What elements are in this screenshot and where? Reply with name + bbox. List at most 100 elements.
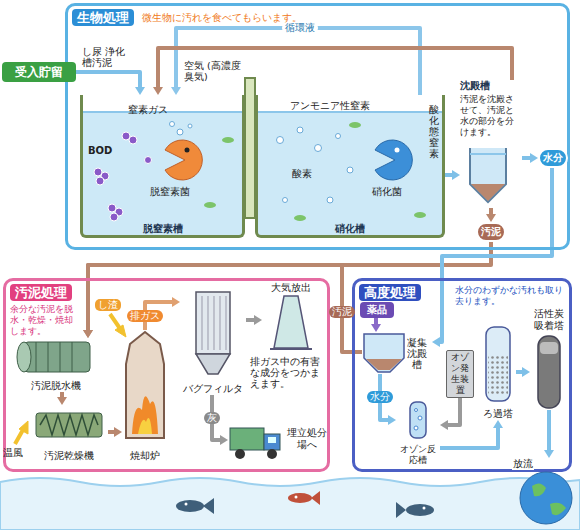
node-note: 水分のわずかな汚れも取り去ります。 <box>455 285 565 307</box>
polygon-shape <box>203 498 214 514</box>
line-shape <box>470 153 506 155</box>
edge-label: 循環液 <box>282 22 318 34</box>
edge-label: 灰 <box>204 412 220 424</box>
denitrifier-pacman <box>165 140 202 180</box>
coagulation-tank-drawing <box>362 332 406 374</box>
circle-shape <box>185 503 188 506</box>
arrow-head <box>114 427 122 437</box>
water <box>83 112 242 235</box>
circle-shape <box>297 127 303 133</box>
circle-shape <box>327 197 333 203</box>
circle-shape <box>145 157 152 164</box>
node-title: 汚泥処理 <box>10 284 72 301</box>
polygon-shape <box>196 354 230 374</box>
eye <box>185 148 190 153</box>
rect-shape <box>24 342 90 372</box>
fish <box>176 491 434 518</box>
label: BOD <box>88 145 112 156</box>
pipe-line <box>446 398 460 425</box>
flow-connector <box>57 392 67 405</box>
tank: 脱窒素槽 <box>80 95 245 238</box>
arrow-head <box>172 297 180 307</box>
label: 酸素 <box>292 168 312 179</box>
chemical-badge: 薬品 <box>360 302 394 318</box>
node-title: 沈殿槽 <box>460 80 490 92</box>
bag-filter-drawing <box>180 290 246 380</box>
node-title: 汚泥乾燥機 <box>44 450 94 462</box>
arrow-head <box>254 315 262 325</box>
node-title: オゾン反応槽 <box>396 444 440 466</box>
polygon-shape <box>366 359 402 370</box>
ellipse-shape <box>288 493 312 503</box>
line-shape <box>36 342 37 372</box>
rect-shape <box>36 413 102 437</box>
arrow-head <box>544 450 554 458</box>
path-shape <box>132 396 158 434</box>
node-title: ろ過塔 <box>483 408 513 420</box>
node-note: 余分な汚泥を脱水・乾燥・焼却します。 <box>10 304 76 337</box>
ozone-generator: オゾン発生装置 <box>446 350 474 398</box>
label: 空気 (高濃度臭気) <box>184 60 244 82</box>
edge-label: 汚泥 <box>329 306 355 318</box>
pipe-line <box>547 410 551 452</box>
arrow-head <box>220 435 228 445</box>
rect-shape <box>230 428 264 450</box>
circle-shape <box>129 136 137 144</box>
node-title: 薬品 <box>367 304 387 316</box>
arrow-head <box>153 87 163 95</box>
line-shape <box>270 348 312 350</box>
rect-shape <box>540 342 558 354</box>
flow-connector <box>440 420 503 448</box>
path-shape <box>138 418 152 434</box>
flow-connector <box>440 398 460 430</box>
inlet-tab: 受入貯留 <box>2 62 76 82</box>
pipe-line <box>440 426 498 448</box>
node-title: バグフィルタ <box>183 383 243 395</box>
flow-connector <box>76 72 145 95</box>
flow-connector <box>522 153 538 163</box>
node-note: 汚泥を沈殿させて、汚泥と水の部分を分けます。 <box>460 94 522 138</box>
circle-shape <box>188 124 192 128</box>
flow-connector <box>516 367 530 377</box>
path-shape <box>532 483 566 515</box>
line-shape <box>60 342 61 372</box>
line-shape <box>220 296 221 350</box>
ozone-reactor-drawing <box>396 400 440 440</box>
tank: 硝化槽 <box>255 95 445 238</box>
bacteria <box>204 122 426 221</box>
arrow-head <box>530 153 538 163</box>
incinerator-drawing <box>122 330 168 444</box>
path-shape <box>470 148 506 202</box>
edge-label: 水分 <box>367 391 393 403</box>
polygon-shape <box>311 491 320 505</box>
polygon-shape <box>115 325 126 337</box>
discharge-globe: 放流 <box>512 458 572 526</box>
polygon-shape <box>126 332 164 438</box>
rect-shape <box>268 437 276 443</box>
node-title: 生物処理 <box>72 9 134 26</box>
settling-tank: 沈殿槽汚泥を沈殿させて、汚泥と水の部分を分けます。 <box>460 80 522 208</box>
flow-connector <box>246 315 262 325</box>
water-surface <box>258 111 442 113</box>
node-title: 脱窒素槽 <box>143 223 183 235</box>
arrow-head <box>57 397 67 405</box>
label: 硝化菌 <box>372 186 402 197</box>
hot-air-arrow <box>15 421 28 444</box>
polygon-shape <box>274 296 308 348</box>
flow-connector <box>486 208 496 222</box>
pipe-line <box>176 28 420 95</box>
ellipse-shape <box>176 500 204 512</box>
filter-tower: ろ過塔 <box>480 325 516 420</box>
flow-connector <box>445 170 460 180</box>
shisa-arrow <box>110 314 126 337</box>
carbon-tower: 活性炭吸着塔 <box>530 308 568 410</box>
label: し渣 <box>95 299 121 311</box>
circle-shape <box>347 167 353 173</box>
pipe-line <box>158 48 512 89</box>
label: アンモニア性窒素 <box>290 100 370 111</box>
circle-shape <box>423 507 426 510</box>
arrow-head <box>432 337 440 347</box>
line-shape <box>208 296 209 350</box>
chimney: 大気放出 <box>262 282 320 350</box>
flow-connector <box>153 48 512 95</box>
